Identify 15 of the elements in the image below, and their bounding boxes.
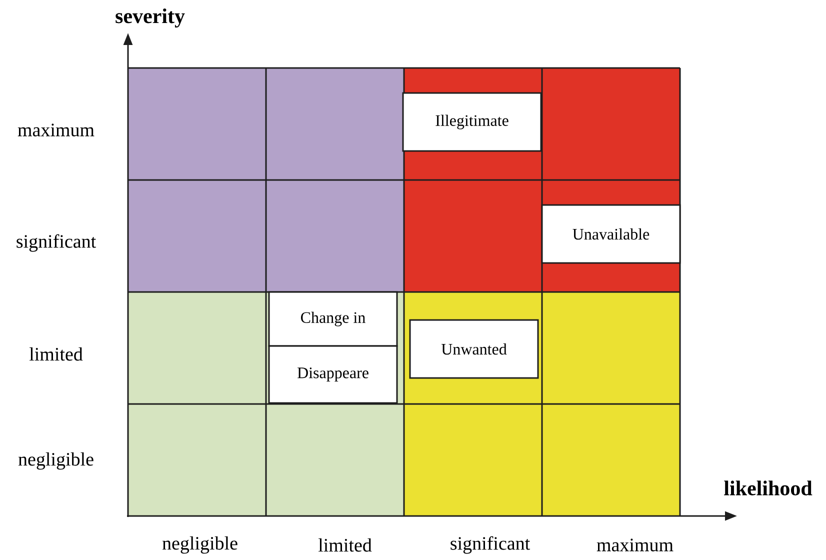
axis-label: limited — [29, 347, 83, 361]
risk-box: Change in — [268, 291, 398, 347]
axis-label: limited — [318, 538, 372, 552]
risk-box: Unavailable — [541, 204, 681, 264]
axis-label: significant — [450, 536, 530, 554]
axis-title: severity — [116, 8, 185, 28]
axis-label: maximum — [596, 538, 674, 552]
axis-label: significant — [16, 234, 96, 252]
risk-box: Unwanted — [409, 319, 539, 379]
axis-label: maximum — [18, 124, 94, 136]
axis-label: negligible — [18, 452, 94, 470]
axis-title: likelihood — [724, 480, 812, 496]
risk-box: Illegitimate — [402, 92, 542, 152]
axis-label: negligible — [162, 536, 238, 554]
risk-box: Disappeare — [268, 345, 398, 404]
